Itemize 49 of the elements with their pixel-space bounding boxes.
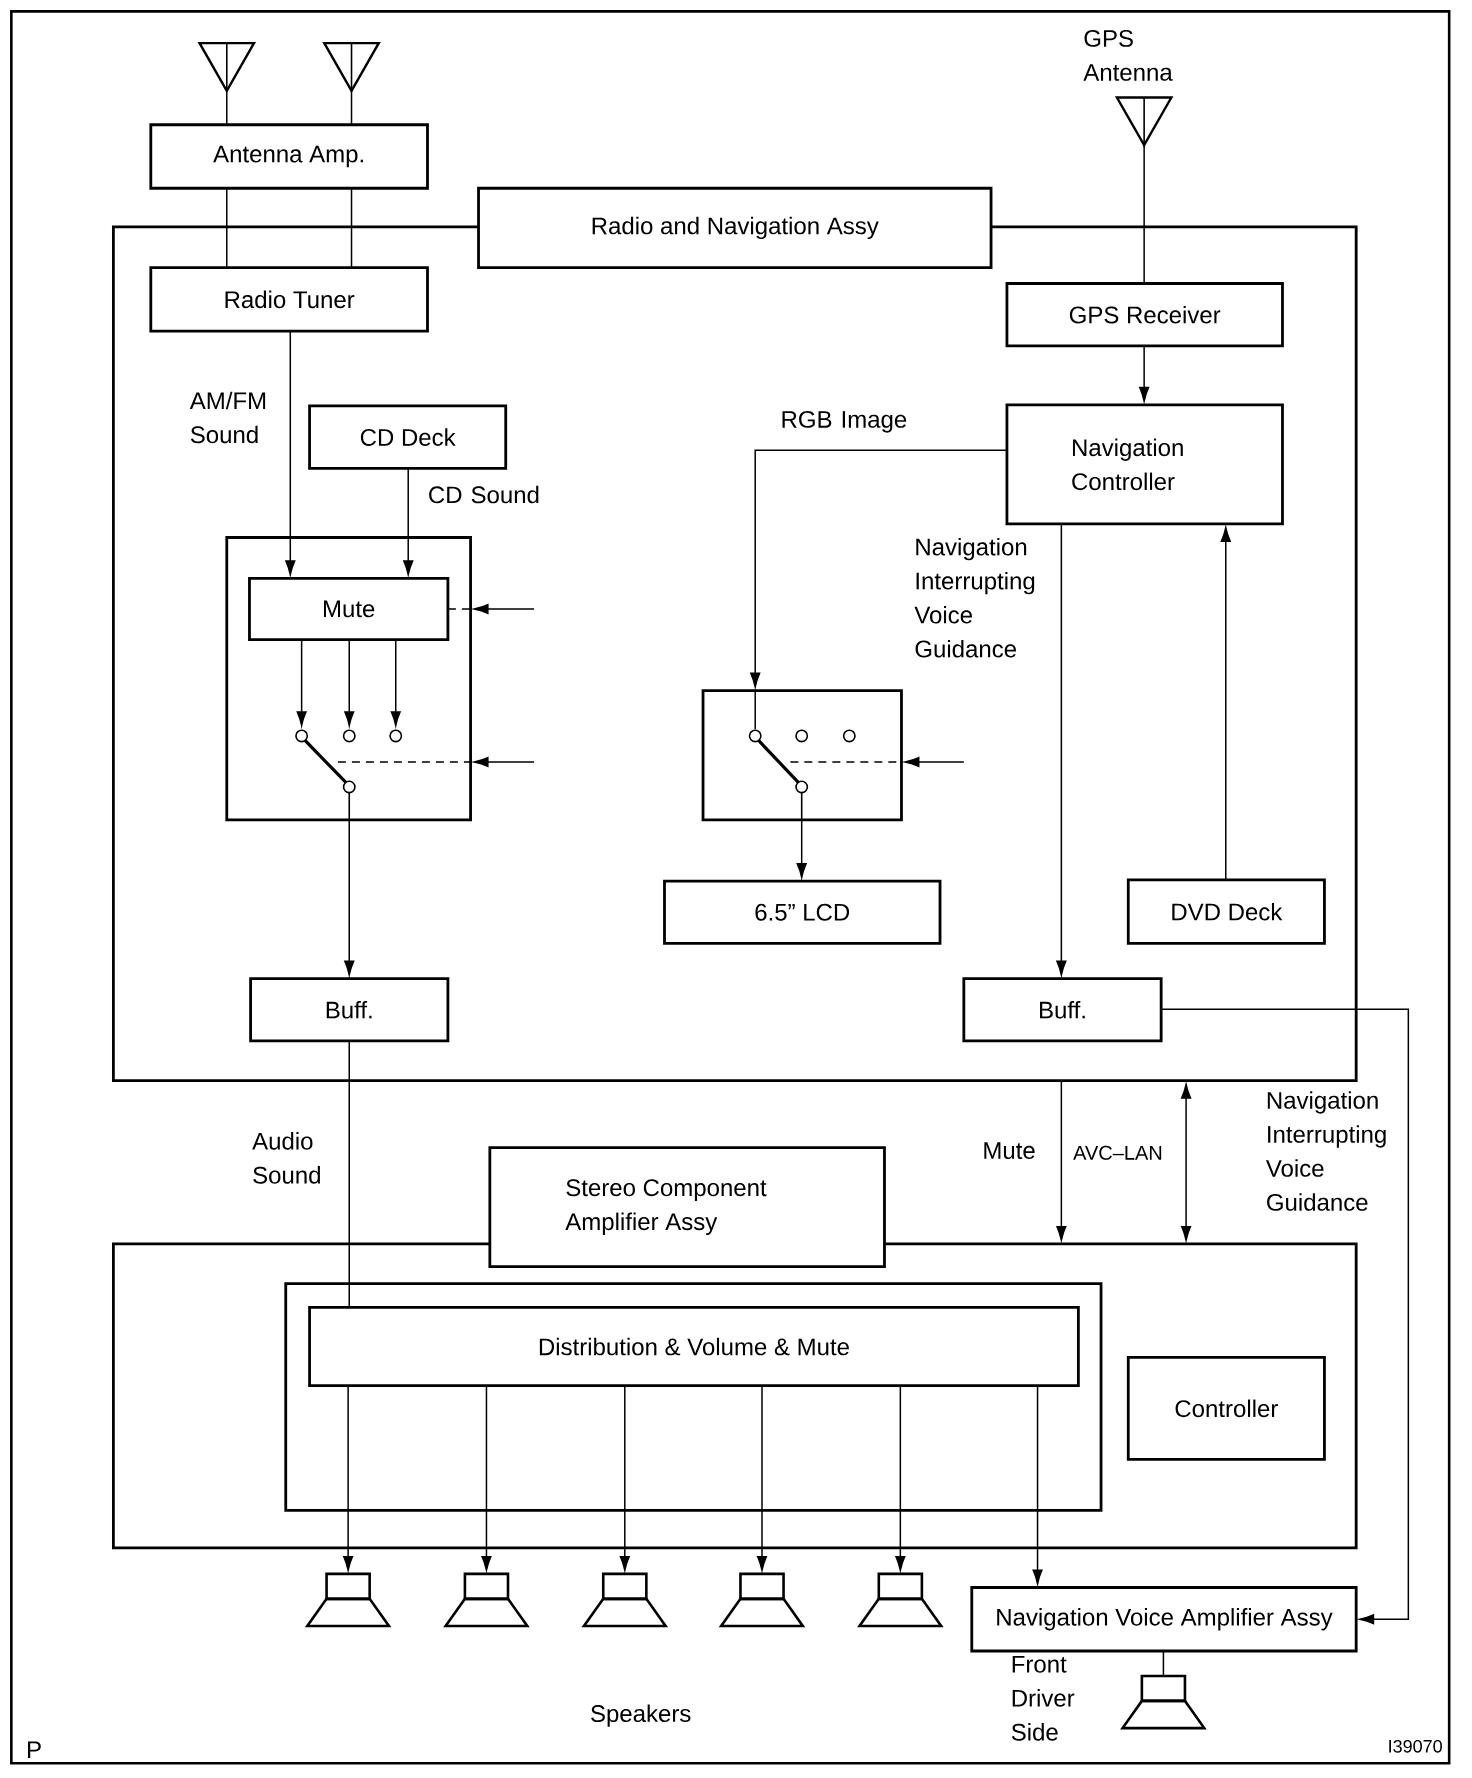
label-text: Front Driver Side [1011,1655,1075,1741]
label-text: I39070 [1389,1739,1443,1753]
edge-label: AVC–LAN [1073,1145,1162,1160]
switch-box [225,536,473,822]
edge-label: RGB Image [782,410,907,433]
block-box: Radio Tuner [149,266,429,333]
arrow [473,756,535,768]
switch-box [284,1282,1103,1512]
arrow [344,638,355,727]
arrow [473,603,535,614]
block-box: Controller [1126,1355,1326,1461]
arrow [619,1384,630,1571]
arrow [1056,523,1067,976]
arrow [390,638,401,727]
arrow [757,1384,768,1571]
block-box: Mute [248,576,450,641]
label-text: P [28,1741,41,1758]
arrow [796,819,807,879]
arrow [1056,1079,1067,1241]
arrow [296,638,307,727]
arrow [403,467,414,576]
block-box: Buff. [249,977,450,1043]
switch-box [701,689,903,822]
arrow [343,1384,354,1571]
block-box: GPS Receiver [1005,282,1284,348]
block-box: Antenna Amp. [149,123,429,190]
edge-label: Navigation Interrupting Voice Guidance [914,537,1035,658]
block-box: Navigation Voice Amplifier Assy [970,1586,1358,1653]
arrow [1181,1083,1192,1241]
block-box: Navigation Controller [1005,403,1284,526]
arrow [285,330,296,576]
arrow [895,1384,906,1571]
arrow [1220,526,1231,881]
block-box: Buff. [962,977,1163,1043]
caption-text: GPS Antenna [1083,29,1173,81]
edge-label: CD Sound [429,485,539,504]
arrow [904,756,965,768]
arrow [750,449,1008,688]
block-box: CD Deck [308,404,508,470]
arrow [1160,1008,1410,1625]
arrow [344,819,355,976]
block-box: 6.5” LCD [663,879,942,945]
edge-label: AM/FM Sound [189,391,266,444]
block-box: DVD Deck [1126,878,1326,945]
arrow [1032,1384,1043,1585]
node-label: Stereo Component Amplifier Assy [565,1179,767,1235]
label-text: Speakers [591,1704,691,1727]
arrow [1139,345,1150,402]
block-box: Distribution & Volume & Mute [308,1306,1080,1388]
